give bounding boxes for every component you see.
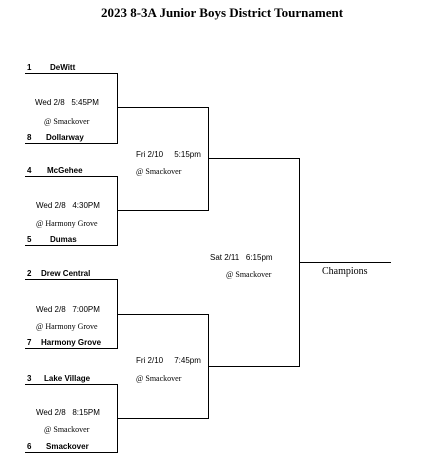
game-venue: @ Harmony Grove xyxy=(36,322,98,331)
game-time: Fri 2/10 5:15pm xyxy=(136,150,201,159)
bracket-line xyxy=(208,107,209,211)
bracket-line xyxy=(208,366,300,367)
bracket-line xyxy=(117,73,118,144)
game-venue: @ Smackover xyxy=(44,425,90,434)
bracket-line xyxy=(25,279,118,280)
game-time: Fri 2/10 7:45pm xyxy=(136,356,201,365)
seed-number: 5 xyxy=(27,235,32,244)
bracket-line xyxy=(25,143,118,144)
game-venue: @ Smackover xyxy=(136,167,182,176)
seed-number: 3 xyxy=(27,374,32,383)
game-venue: @ Smackover xyxy=(226,270,272,279)
bracket-line xyxy=(117,314,209,315)
bracket-line xyxy=(25,384,118,385)
team-name: Smackover xyxy=(46,442,89,451)
champions-label: Champions xyxy=(322,266,368,277)
champion-line xyxy=(299,262,391,263)
seed-number: 2 xyxy=(27,269,32,278)
bracket-line xyxy=(117,176,118,246)
page-title: 2023 8-3A Junior Boys District Tournamen… xyxy=(100,5,344,20)
game-time: Sat 2/11 6:15pm xyxy=(210,253,273,262)
team-name: McGehee xyxy=(47,166,83,175)
bracket-line xyxy=(25,245,118,246)
bracket-line xyxy=(25,452,118,453)
team-name: Drew Central xyxy=(41,269,91,278)
seed-number: 7 xyxy=(27,338,32,347)
game-time: Wed 2/8 4:30PM xyxy=(36,201,100,210)
game-time: Wed 2/8 7:00PM xyxy=(36,305,100,314)
seed-number: 4 xyxy=(27,166,32,175)
seed-number: 1 xyxy=(27,63,32,72)
bracket-line xyxy=(25,176,118,177)
seed-number: 8 xyxy=(27,133,32,142)
team-name: Dumas xyxy=(50,235,77,244)
team-name: Dollarway xyxy=(46,133,84,142)
team-name: Harmony Grove xyxy=(41,338,102,347)
team-name: DeWitt xyxy=(50,63,76,72)
game-time: Wed 2/8 8:15PM xyxy=(36,408,100,417)
bracket-line xyxy=(117,210,209,211)
bracket-line xyxy=(117,107,209,108)
team-name: Lake Village xyxy=(44,374,91,383)
bracket-line xyxy=(25,73,118,74)
game-time: Wed 2/8 5:45PM xyxy=(35,98,99,107)
game-venue: @ Smackover xyxy=(44,117,90,126)
bracket-line xyxy=(117,418,209,419)
bracket-line xyxy=(208,158,300,159)
game-venue: @ Harmony Grove xyxy=(36,219,98,228)
bracket-line xyxy=(25,348,118,349)
game-venue: @ Smackover xyxy=(136,374,182,383)
seed-number: 6 xyxy=(27,442,32,451)
